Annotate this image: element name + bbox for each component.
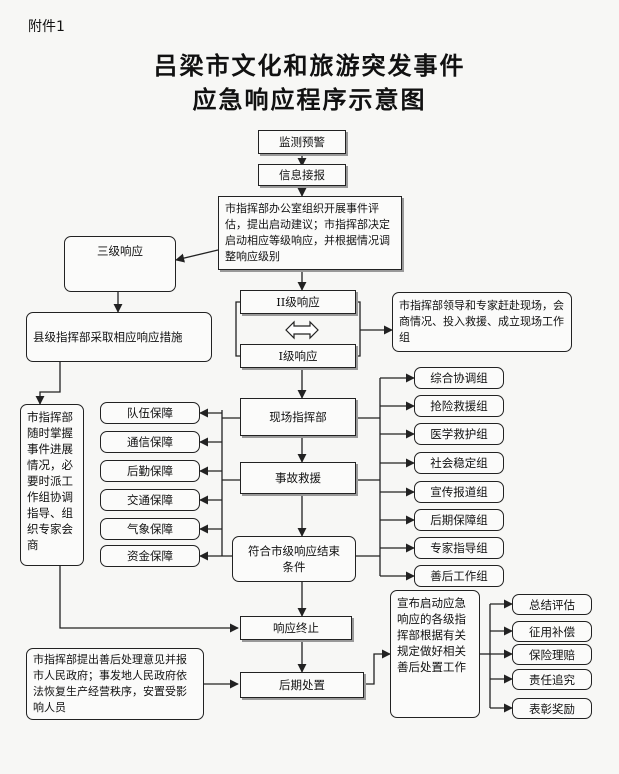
support-item: 资金保障 [100,545,200,567]
support-item: 队伍保障 [100,402,200,424]
group-item: 社会稳定组 [414,452,504,474]
group-item: 后期保障组 [414,509,504,531]
group-item: 专家指导组 [414,537,504,559]
node-onsite-command: 现场指挥部 [240,398,356,436]
support-item: 气象保障 [100,518,200,540]
group-item: 善后工作组 [414,565,504,587]
node-propose-aftermath: 市指挥部提出善后处理意见并报市人民政府；事发地人民政府依法恢复生产经营秩序，安置… [26,648,204,720]
title-line-1: 吕梁市文化和旅游突发事件 [153,51,466,80]
node-office-assessment: 市指挥部办公室组织开展事件评估，提出启动建议；市指挥部决定启动相应等级响应，并根… [218,196,402,270]
node-county-measures: 县级指挥部采取相应响应措施 [26,312,212,362]
support-item: 后勤保障 [100,460,200,482]
group-item: 宣传报道组 [414,481,504,503]
followup-item: 征用补偿 [512,621,592,642]
node-level2-response: II级响应 [240,290,356,314]
group-item: 综合协调组 [414,367,504,389]
node-monitoring-warning: 监测预警 [258,130,346,154]
node-announce-aftermath: 宣布启动应急响应的各级指挥部根据有关规定做好相关善后处置工作 [390,590,480,718]
node-info-receipt: 信息接报 [258,164,346,186]
attachment-label: 附件1 [28,19,65,35]
support-item: 交通保障 [100,489,200,511]
followup-item: 表彰奖励 [512,698,592,719]
followup-item: 保险理赔 [512,644,592,665]
node-accident-rescue: 事故救援 [240,462,356,494]
node-level1-response: I级响应 [240,344,356,368]
group-item: 医学救护组 [414,423,504,445]
title-line-2: 应急响应程序示意图 [192,85,427,114]
node-level3-response: 三级响应 [64,236,176,292]
node-leaders-onsite: 市指挥部领导和专家赶赴现场，会商情况、投入救援、成立现场工作组 [392,292,572,352]
node-aftermath: 后期处置 [240,672,364,698]
group-item: 抢险救援组 [414,395,504,417]
followup-item: 责任追究 [512,669,592,690]
double-arrow-icon [285,320,319,340]
node-track-progress: 市指挥部随时掌握事件进展情况，必要时派工作组协调指导、组织专家会商 [20,404,84,566]
support-item: 通信保障 [100,431,200,453]
node-response-termination: 响应终止 [240,616,352,640]
node-end-condition: 符合市级响应结束条件 [232,536,356,582]
followup-item: 总结评估 [512,594,592,615]
